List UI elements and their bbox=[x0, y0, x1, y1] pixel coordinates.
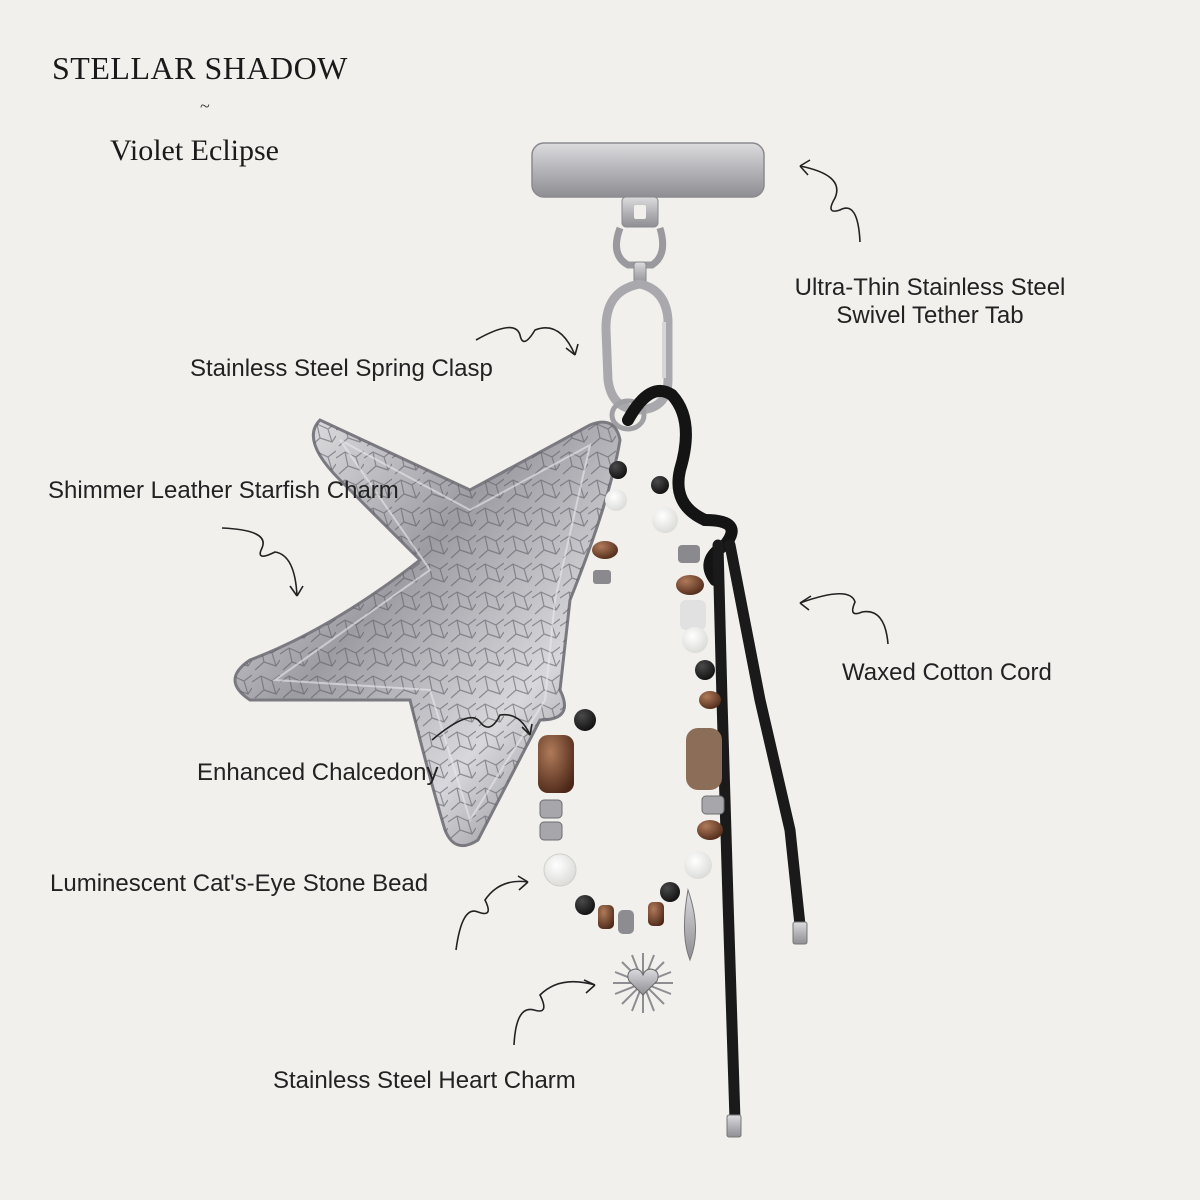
jump-ring bbox=[609, 398, 647, 432]
title-separator: ~ bbox=[200, 96, 210, 116]
arrow-cats-eye bbox=[455, 880, 529, 951]
chalcedony-bead-left bbox=[538, 735, 574, 793]
label-tether-tab-line1: Ultra-Thin Stainless Steel bbox=[794, 274, 1066, 301]
label-cats-eye: Luminescent Cat's-Eye Stone Bead bbox=[50, 870, 429, 897]
arrow-cord bbox=[799, 593, 889, 645]
cats-eye-bead bbox=[543, 853, 577, 887]
tether-tab bbox=[531, 142, 765, 285]
arrow-heart bbox=[513, 980, 596, 1046]
label-heart-charm: Stainless Steel Heart Charm bbox=[273, 1067, 576, 1094]
waxed-cord bbox=[622, 385, 808, 1138]
starfish-charm bbox=[233, 418, 622, 848]
chalcedony-bead-right bbox=[686, 728, 722, 790]
label-spring-clasp: Stainless Steel Spring Clasp bbox=[190, 355, 493, 382]
arrow-chalcedony bbox=[431, 713, 531, 741]
heart-charm bbox=[613, 953, 673, 1013]
label-chalcedony: Enhanced Chalcedony bbox=[197, 759, 439, 786]
teardrop-charm bbox=[683, 888, 697, 962]
annotation-arrows bbox=[221, 159, 889, 1046]
product-subtitle: Violet Eclipse bbox=[110, 134, 279, 167]
arrow-spring-clasp bbox=[475, 326, 576, 356]
label-tether-tab-line2: Swivel Tether Tab bbox=[836, 302, 1024, 329]
label-waxed-cord: Waxed Cotton Cord bbox=[842, 659, 1052, 686]
arrow-tether-tab bbox=[799, 165, 861, 243]
product-title: STELLAR SHADOW bbox=[52, 50, 348, 86]
beaded-strand bbox=[538, 461, 725, 962]
label-tether-tab: Ultra-Thin Stainless Steel Swivel Tether… bbox=[770, 274, 1090, 330]
arrow-starfish bbox=[221, 527, 298, 597]
label-starfish-charm: Shimmer Leather Starfish Charm bbox=[48, 477, 399, 504]
